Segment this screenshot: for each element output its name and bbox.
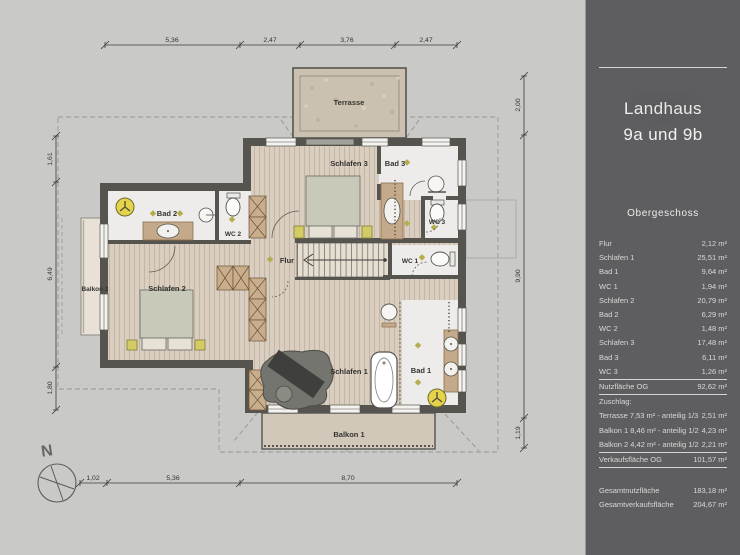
svg-text:1,19: 1,19 xyxy=(515,426,522,439)
lounge-schlafen1 xyxy=(260,349,334,410)
room-label-wc2: WC 2 xyxy=(225,231,242,238)
door-arcs xyxy=(148,180,441,298)
dimension-right: 2,00 9,90 1,19 xyxy=(515,71,529,453)
svg-text:5,36: 5,36 xyxy=(166,475,179,482)
room-label-wc1: WC 1 xyxy=(402,258,419,265)
info-sidebar: Landhaus 9a und 9b Obergeschoss Flur2,12… xyxy=(585,0,740,555)
sidebar-divider xyxy=(599,379,727,381)
sidebar-divider xyxy=(599,452,727,454)
brand-watermark xyxy=(616,85,711,127)
floor-plan-canvas: Terrasse Balkon 1 xyxy=(37,37,529,503)
svg-text:8,70: 8,70 xyxy=(341,475,354,482)
terrace: Terrasse xyxy=(292,67,407,139)
svg-text:2,00: 2,00 xyxy=(515,98,522,111)
railing-dots xyxy=(394,180,450,332)
room-label-schlafen1: Schlafen 1 xyxy=(330,367,368,376)
dimension-top: 5,36 2,47 3,76 2,47 xyxy=(100,37,462,50)
room-labels: Schlafen 3 Bad 3 WC 3 Bad 2 WC 2 Balkon … xyxy=(81,159,445,376)
svg-text:6,49: 6,49 xyxy=(47,267,54,280)
sidebar-divider xyxy=(599,394,727,396)
wc2-fixtures xyxy=(225,192,241,217)
bad1-fixtures xyxy=(370,303,459,409)
wc1-fixtures xyxy=(430,251,456,267)
compass-n-label: N xyxy=(40,442,54,460)
bad2-fixtures xyxy=(115,197,215,241)
closets xyxy=(216,195,267,411)
room-label-balkon2: Balkon 2 xyxy=(81,286,108,293)
dimension-bottom: 1,02 5,36 8,70 xyxy=(75,475,462,488)
svg-text:1,61: 1,61 xyxy=(47,152,54,165)
bed-schlafen2 xyxy=(126,289,206,351)
room-label-wc3: WC 3 xyxy=(429,219,446,226)
svg-text:2,47: 2,47 xyxy=(263,37,276,44)
surcharge-heading: Zuschlag: xyxy=(599,397,632,407)
room-label-flur: Flur xyxy=(280,256,294,265)
dimension-left: 1,61 6,49 1,80 xyxy=(47,131,61,415)
svg-text:1,02: 1,02 xyxy=(86,475,99,482)
project-title-line2: 9a und 9b xyxy=(623,125,703,144)
bed-schlafen3 xyxy=(293,175,373,239)
bad3-fixtures xyxy=(380,175,446,240)
svg-text:3,76: 3,76 xyxy=(340,37,353,44)
staircase xyxy=(296,242,391,278)
terrace-label: Terrasse xyxy=(334,98,365,107)
room-label-bad1: Bad 1 xyxy=(411,366,431,375)
svg-text:5,36: 5,36 xyxy=(165,37,178,44)
ceiling-lights xyxy=(149,159,438,386)
svg-text:9,90: 9,90 xyxy=(515,269,522,282)
svg-text:2,47: 2,47 xyxy=(419,37,432,44)
balcony-1: Balkon 1 xyxy=(261,412,436,450)
floor-subtitle: Obergeschoss xyxy=(627,208,699,219)
room-label-bad2: Bad 2 xyxy=(157,209,177,218)
windows xyxy=(99,137,467,414)
project-title: Landhaus 9a und 9b xyxy=(599,96,727,148)
room-label-schlafen2: Schlafen 2 xyxy=(148,284,186,293)
floor-plan: Terrasse Balkon 1 xyxy=(37,37,529,503)
wc3-fixtures xyxy=(429,199,445,223)
room-label-bad3: Bad 3 xyxy=(385,159,405,168)
stairs-direction-arrow xyxy=(303,253,314,267)
compass: N xyxy=(37,442,77,503)
balcony-1-label: Balkon 1 xyxy=(333,430,364,439)
room-label-schlafen3: Schlafen 3 xyxy=(330,159,368,168)
project-title-line1: Landhaus xyxy=(599,96,727,122)
sidebar-divider xyxy=(599,67,727,68)
svg-text:1,80: 1,80 xyxy=(47,381,54,394)
sidebar-divider xyxy=(599,467,727,469)
